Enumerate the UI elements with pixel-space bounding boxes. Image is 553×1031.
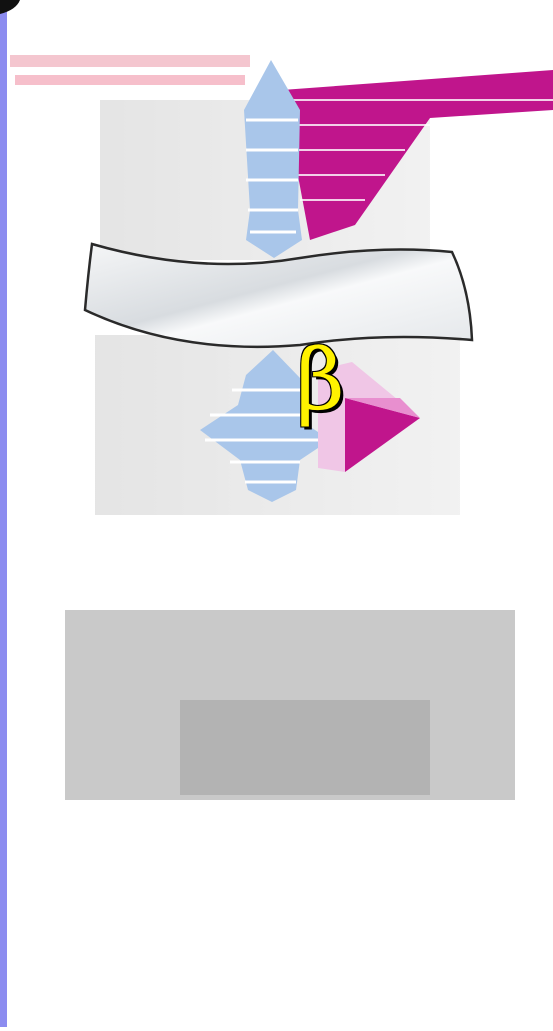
beta-label: β	[296, 338, 345, 422]
pink-stripe-left-2	[15, 75, 245, 85]
left-border	[0, 0, 7, 1027]
pink-stripe-left	[10, 55, 250, 67]
